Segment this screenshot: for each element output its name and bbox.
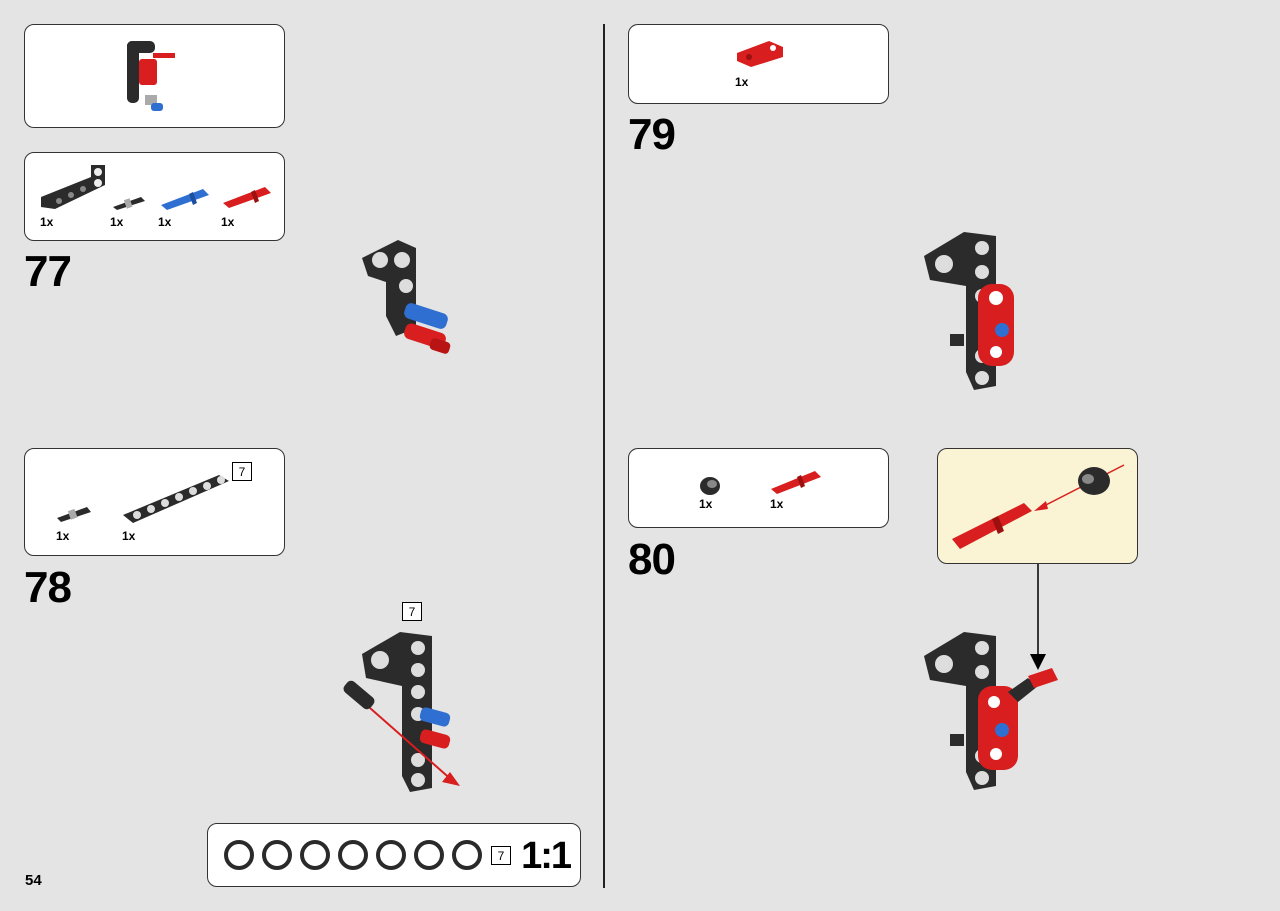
step79-parts-panel: 1x [628,24,889,104]
step77-part3-qty: 1x [158,215,172,229]
assembly-arrow-icon [442,772,460,786]
callout-pointer-arrow [1030,564,1046,670]
scale-label: 1:1 [521,835,572,877]
technic-liftarm-icon [41,165,105,209]
step80-model-icon [924,632,1058,790]
step78-number: 78 [24,563,72,612]
step78-beam-length-box: 7 [232,462,252,481]
step78-parts-panel: 1x 1x 7 [24,448,285,556]
page-number: 54 [25,872,42,889]
step78-part1-qty: 1x [56,529,70,543]
step77-number: 77 [24,247,72,296]
step77-part1-qty: 1x [40,215,54,229]
axle-connector-icon [737,41,783,67]
ruler-hole-2 [262,840,292,870]
step77-parts-panel: 1x 1x 1x 1x [24,152,285,241]
ruler-hole-4 [338,840,368,870]
step80-subassembly-callout [937,448,1138,564]
step79-part1-qty: 1x [735,75,749,89]
step80-part1-qty: 1x [699,497,713,511]
step78-part2-qty: 1x [122,529,136,543]
ruler-length-box: 7 [491,846,511,865]
red-axle-pin-icon [771,471,821,494]
step79-model-icon [924,232,1014,390]
step78-model-icon [343,632,460,792]
ruler-hole-3 [300,840,330,870]
bush-icon [700,477,720,495]
assembly-arrow-icon [1034,501,1048,511]
scale-ruler-panel: 7 1:1 [207,823,581,887]
red-axle-pin-icon [223,187,271,208]
ruler-hole-5 [376,840,406,870]
subassembly-model-icon [127,41,175,111]
step77-part2-qty: 1x [110,215,124,229]
blue-pin-icon [161,189,209,210]
ruler-hole-7 [452,840,482,870]
subassembly-preview-panel [24,24,285,128]
callout-assembly-icon [952,464,1125,549]
connector-peg-icon [57,507,91,522]
ruler-hole-6 [414,840,444,870]
connector-peg-icon [113,197,145,210]
ruler-hole-1 [224,840,254,870]
step79-number: 79 [628,110,676,159]
step77-model-icon [362,240,451,354]
step77-part4-qty: 1x [221,215,235,229]
step80-part2-qty: 1x [770,497,784,511]
page-divider [603,24,605,888]
step78-model-length-box: 7 [402,602,422,621]
step80-number: 80 [628,535,676,584]
technic-beam-icon [123,475,229,523]
step80-parts-panel: 1x 1x [628,448,889,528]
